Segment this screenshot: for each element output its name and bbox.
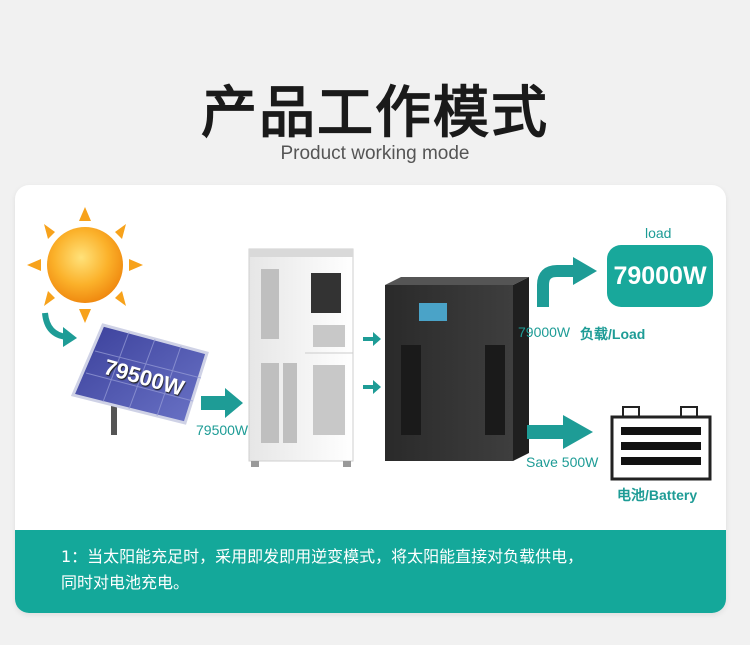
save-label: Save 500W	[526, 454, 599, 470]
working-mode-card: 79500W 79500W load 79000W 79000W 负载/Load…	[15, 185, 726, 613]
load-value: 79000W	[613, 261, 707, 290]
caption-line-2: 同时对电池充电。	[61, 573, 190, 592]
load-arrow-icon	[537, 257, 597, 307]
panel-output-label: 79500W	[196, 422, 249, 438]
flow-arrow-icon	[201, 388, 243, 418]
load-title: load	[645, 225, 672, 241]
small-arrow-icon	[363, 380, 381, 394]
diagram-illustration	[27, 207, 712, 481]
diagram-scene: 79500W 79500W load 79000W 79000W 负载/Load…	[15, 185, 726, 530]
solar-panel-icon	[70, 323, 209, 435]
load-output-value: 79000W	[518, 324, 571, 340]
battery-label: 电池/Battery	[617, 487, 698, 503]
load-value-box: 79000W	[607, 245, 713, 307]
mode-caption: 1：当太阳能充足时，采用即发即用逆变模式，将太阳能直接对负载供电， 同时对电池充…	[15, 530, 726, 613]
small-arrow-icon	[363, 332, 381, 346]
load-output-label: 负载/Load	[580, 326, 646, 342]
inverter-icon	[385, 277, 529, 461]
sun-icon	[27, 207, 143, 323]
battery-arrow-icon	[527, 415, 593, 449]
curved-arrow-icon	[42, 312, 77, 347]
page-title: 产品工作模式	[201, 81, 549, 146]
battery-icon	[610, 406, 712, 481]
page-subtitle: Product working mode	[280, 143, 470, 164]
caption-line-1: 1：当太阳能充足时，采用即发即用逆变模式，将太阳能直接对负载供电，	[61, 547, 584, 566]
control-cabinet-icon	[248, 248, 354, 467]
